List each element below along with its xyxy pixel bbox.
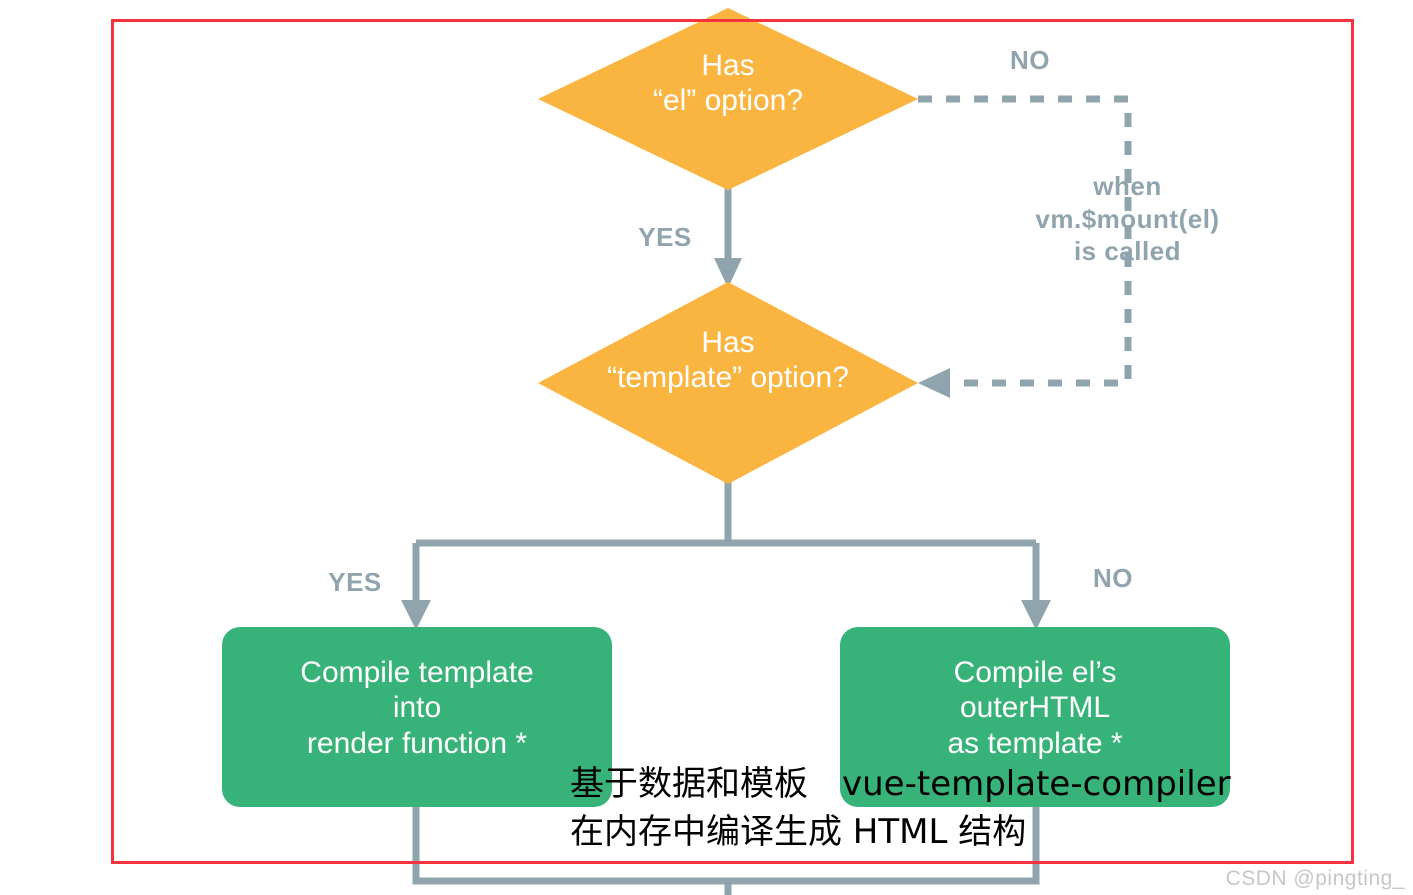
node-compile-template-shape: [222, 627, 612, 807]
edge-label-no-from-template: NO: [1093, 563, 1133, 593]
edge-el-no-arrowhead: [918, 368, 950, 398]
edge-label-yes-from-el: YES: [638, 222, 692, 252]
edge-el-yes-arrowhead: [714, 258, 742, 288]
annotation-mount-note: when vm.$mount(el) is called: [1035, 171, 1220, 266]
edge-right-output-path: [728, 806, 1040, 885]
edge-label-yes-from-template: YES: [328, 567, 382, 597]
csdn-watermark: CSDN @pingting_: [1225, 867, 1405, 890]
node-has-el-option-shape: [538, 8, 918, 190]
node-has-template-option-shape: [538, 282, 918, 484]
node-compile-outerhtml-shape: [840, 627, 1230, 807]
overlay-compiler-name: vue-template-compiler: [842, 764, 1231, 804]
edge-label-no-from-el: NO: [1010, 45, 1050, 75]
edge-template-yes-arrowhead: [401, 600, 431, 630]
edge-outputs-merge-path: [412, 806, 732, 895]
overlay-note-line-2: 在内存中编译生成 HTML 结构: [570, 812, 1027, 852]
edge-template-no-arrowhead: [1021, 600, 1051, 630]
overlay-note-line-1: 基于数据和模板: [570, 764, 808, 804]
